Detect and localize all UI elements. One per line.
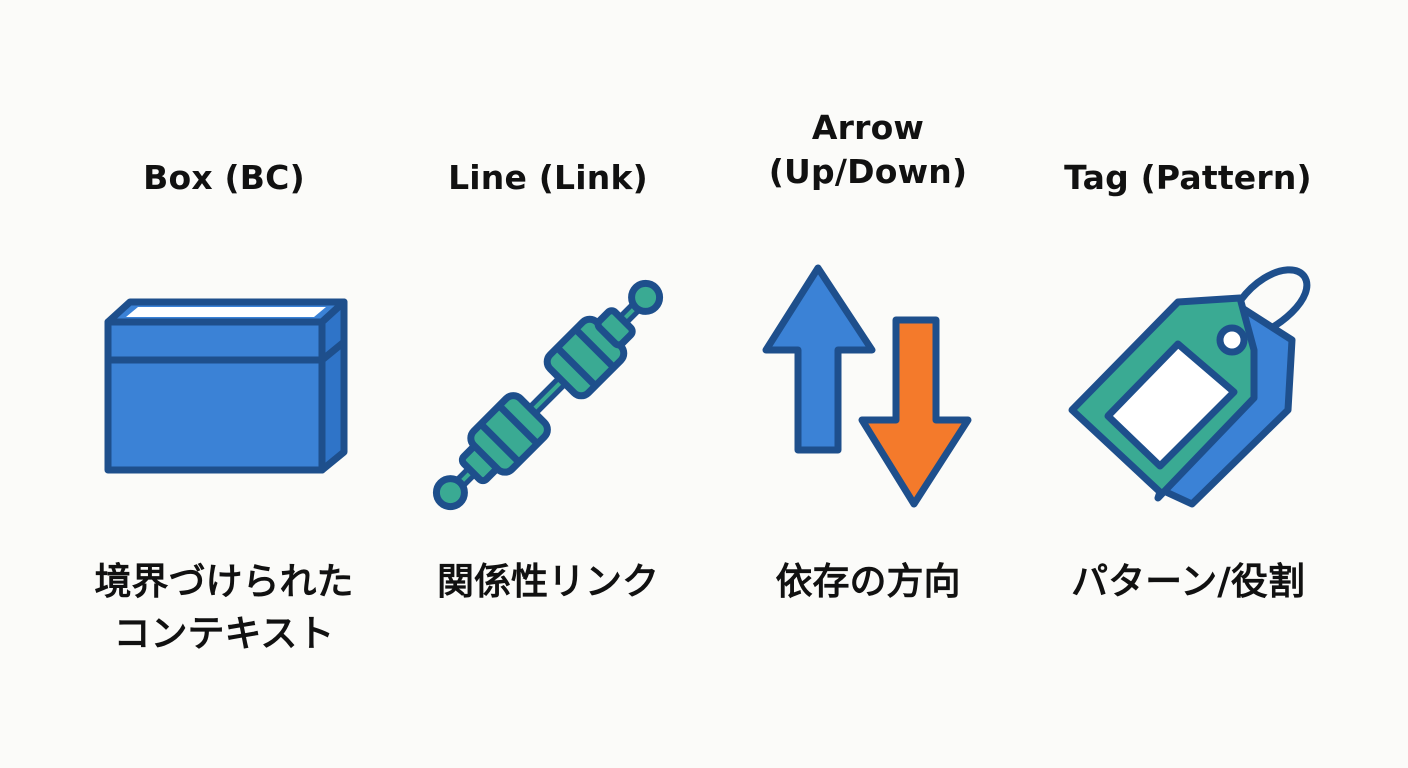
link-icon: [388, 240, 708, 530]
box-icon: [64, 240, 384, 530]
up-down-arrows-icon: [708, 240, 1028, 530]
legend-item-arrow: Arrow (Up/Down) 依存の方向: [708, 0, 1028, 768]
item-description: 関係性リンク: [437, 560, 659, 603]
item-title: Arrow (Up/Down): [768, 108, 968, 191]
item-description: 依存の方向: [775, 560, 961, 603]
item-title: Box (BC): [143, 158, 305, 197]
item-title: Tag (Pattern): [1064, 158, 1312, 197]
legend-item-tag: Tag (Pattern) パターン/役割: [1028, 0, 1348, 768]
legend-item-line: Line (Link): [388, 0, 708, 768]
down-arrow-icon: [858, 316, 972, 508]
item-description: 境界づけられた コンテキスト: [94, 560, 354, 655]
tag-icon: [1028, 240, 1348, 530]
up-arrow-icon: [762, 264, 876, 454]
legend-item-box: Box (BC) 境界づけられた コンテキスト: [64, 0, 384, 768]
item-title: Line (Link): [448, 158, 648, 197]
item-description: パターン/役割: [1071, 560, 1305, 603]
